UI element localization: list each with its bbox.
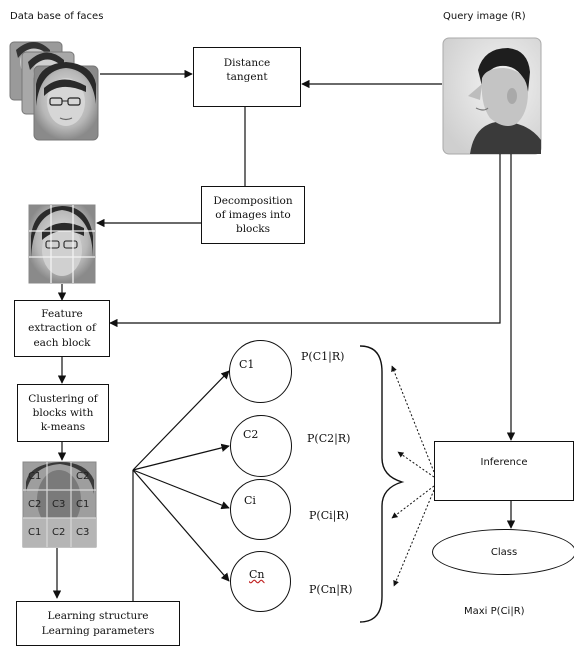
segmented-face-icon — [22, 461, 97, 548]
database-label: Data base of faces — [10, 11, 104, 22]
seg-label-r1c2: C1 — [76, 499, 90, 510]
probability-brace — [359, 345, 405, 623]
seg-label-r2c2: C3 — [76, 527, 90, 538]
seg-label-r1c0: C2 — [28, 499, 42, 510]
distance-line-2: tangent — [226, 71, 268, 84]
edge-fanout-c1 — [132, 370, 230, 471]
decomposition-line-1: Decomposition — [213, 194, 293, 207]
feature-line-1: Feature — [41, 308, 83, 321]
learning-box: Learning structure Learning parameters — [16, 601, 180, 646]
prob-cn: P(Cn|R) — [309, 583, 353, 596]
learning-line-1: Learning structure — [47, 610, 149, 623]
dotted-arrow-c1 — [391, 365, 435, 473]
feature-line-2: extraction of — [28, 322, 96, 335]
clustering-box: Clustering of blocks with k-means — [17, 384, 109, 442]
learning-line-2: Learning parameters — [41, 624, 155, 637]
query-label: Query image (R) — [443, 11, 526, 22]
seg-label-r0c2: C2 — [76, 471, 90, 482]
seg-label-r2c1: C2 — [52, 527, 66, 538]
database-faces-icon — [9, 41, 99, 141]
seg-label-r1c1: C3 — [52, 499, 66, 510]
clustering-line-3: k-means — [40, 421, 86, 434]
class-ellipse: Class — [432, 529, 574, 575]
clustering-line-1: Clustering of — [28, 392, 98, 405]
feature-line-3: each block — [33, 336, 91, 349]
cluster-ci: Ci — [230, 479, 291, 540]
edge-fanout-ci — [132, 469, 230, 510]
inference-label: Inference — [480, 457, 528, 468]
max-probability-label: Maxi P(Ci|R) — [464, 606, 525, 617]
decomposition-line-2: of images into — [215, 208, 291, 221]
dotted-arrow-ci — [391, 485, 435, 519]
cluster-c2: C2 — [230, 415, 292, 477]
class-label: Class — [490, 546, 518, 558]
dotted-arrow-cn — [393, 489, 435, 587]
decomposition-line-3: blocks — [235, 223, 271, 236]
dotted-arrow-c2 — [397, 451, 435, 478]
edge-fanout-c2 — [132, 443, 230, 471]
cluster-cn: Cn — [230, 551, 291, 612]
decomposed-face-icon — [28, 204, 96, 284]
distance-tangent-box: Distance tangent — [193, 47, 301, 107]
seg-label-r2c0: C1 — [28, 527, 42, 538]
prob-ci: P(Ci|R) — [309, 509, 349, 522]
decomposition-box: Decomposition of images into blocks — [201, 186, 305, 244]
edge-fanout-cn — [132, 469, 230, 582]
cluster-c1: C1 — [229, 340, 292, 403]
edge-query-feature — [109, 154, 501, 328]
cluster-cn-label: Cn — [249, 568, 265, 581]
seg-label-r0c0: C1 — [28, 471, 42, 482]
prob-c1: P(C1|R) — [301, 350, 345, 363]
distance-line-1: Distance — [223, 57, 271, 69]
inference-box: Inference — [434, 441, 574, 501]
feature-extraction-box: Feature extraction of each block — [14, 300, 110, 357]
prob-c2: P(C2|R) — [307, 432, 351, 445]
query-face-icon — [442, 37, 542, 155]
cluster-c2-label: C2 — [243, 428, 259, 441]
cluster-ci-label: Ci — [244, 494, 256, 507]
clustering-line-2: blocks with — [32, 406, 94, 419]
cluster-c1-label: C1 — [239, 358, 255, 371]
